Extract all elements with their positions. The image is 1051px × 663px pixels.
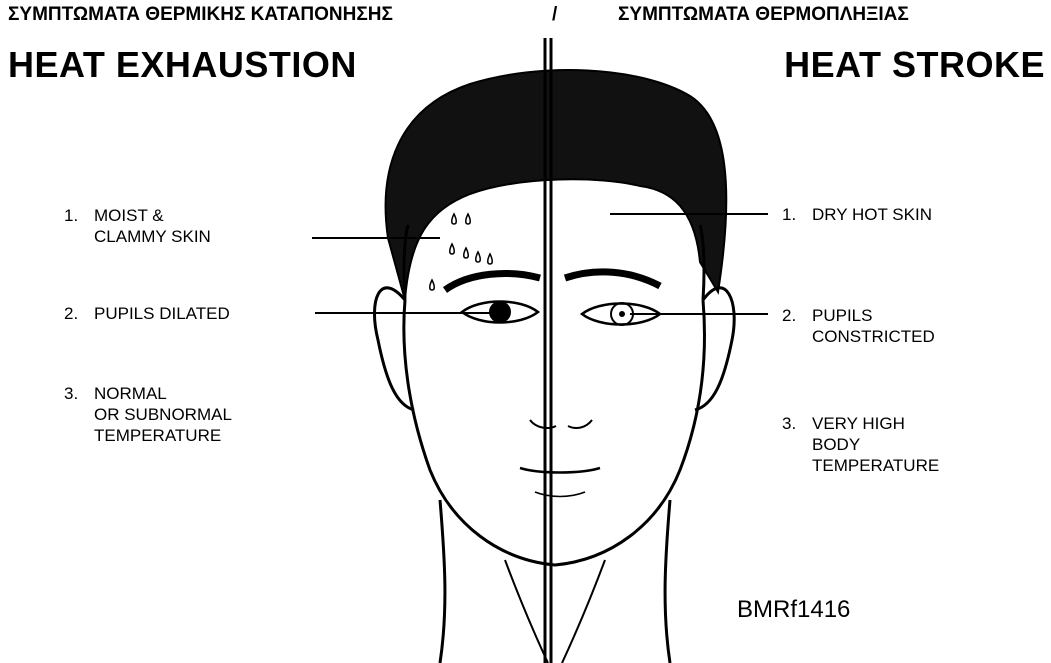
right-greek-title: ΣΥΜΠΤΩΜΑΤΑ ΘΕΡΜΟΠΛΗΞΙΑΣ: [618, 4, 909, 26]
right-symptom-2-line-2: CONSTRICTED: [812, 326, 935, 347]
left-symptom-2-number: 2.: [64, 303, 78, 324]
face-outline: [404, 300, 705, 565]
title-separator: /: [552, 4, 557, 26]
right-symptom-3-line-2: BODY: [812, 434, 939, 455]
left-symptom-3-line-2: OR SUBNORMAL: [94, 404, 232, 425]
right-pupil-constricted: [619, 311, 625, 317]
neck: [440, 500, 445, 663]
left-symptom-3-number: 3.: [64, 383, 78, 404]
left-symptom-2-line-1: PUPILS DILATED: [94, 303, 230, 324]
right-symptom-2-line-1: PUPILS: [812, 305, 935, 326]
left-symptom-3-line-3: TEMPERATURE: [94, 425, 232, 446]
left-pupil-dilated: [489, 301, 511, 323]
right-symptom-3-line-1: VERY HIGH: [812, 413, 939, 434]
right-symptom-2-number: 2.: [782, 305, 796, 326]
right-symptom-1-line-1: DRY HOT SKIN: [812, 204, 932, 225]
right-symptom-3-number: 3.: [782, 413, 796, 434]
left-symptom-1-number: 1.: [64, 205, 78, 226]
right-english-title: HEAT STROKE: [784, 44, 1045, 86]
left-symptom-1-line-1: MOIST &: [94, 205, 211, 226]
right-symptom-1-number: 1.: [782, 204, 796, 225]
mouth: [520, 468, 600, 473]
left-english-title: HEAT EXHAUSTION: [8, 44, 357, 86]
hair: [386, 70, 727, 300]
left-greek-title: ΣΥΜΠΤΩΜΑΤΑ ΘΕΡΜΙΚΗΣ ΚΑΤΑΠΟΝΗΣΗΣ: [8, 4, 393, 26]
right-symptom-3-line-3: TEMPERATURE: [812, 455, 939, 476]
left-symptom-1-line-2: CLAMMY SKIN: [94, 226, 211, 247]
right-eyebrow: [565, 272, 660, 286]
left-eyebrow: [445, 274, 540, 290]
figure-code: BMRf1416: [737, 596, 850, 624]
nose: [530, 420, 592, 428]
left-symptom-3-line-1: NORMAL: [94, 383, 232, 404]
